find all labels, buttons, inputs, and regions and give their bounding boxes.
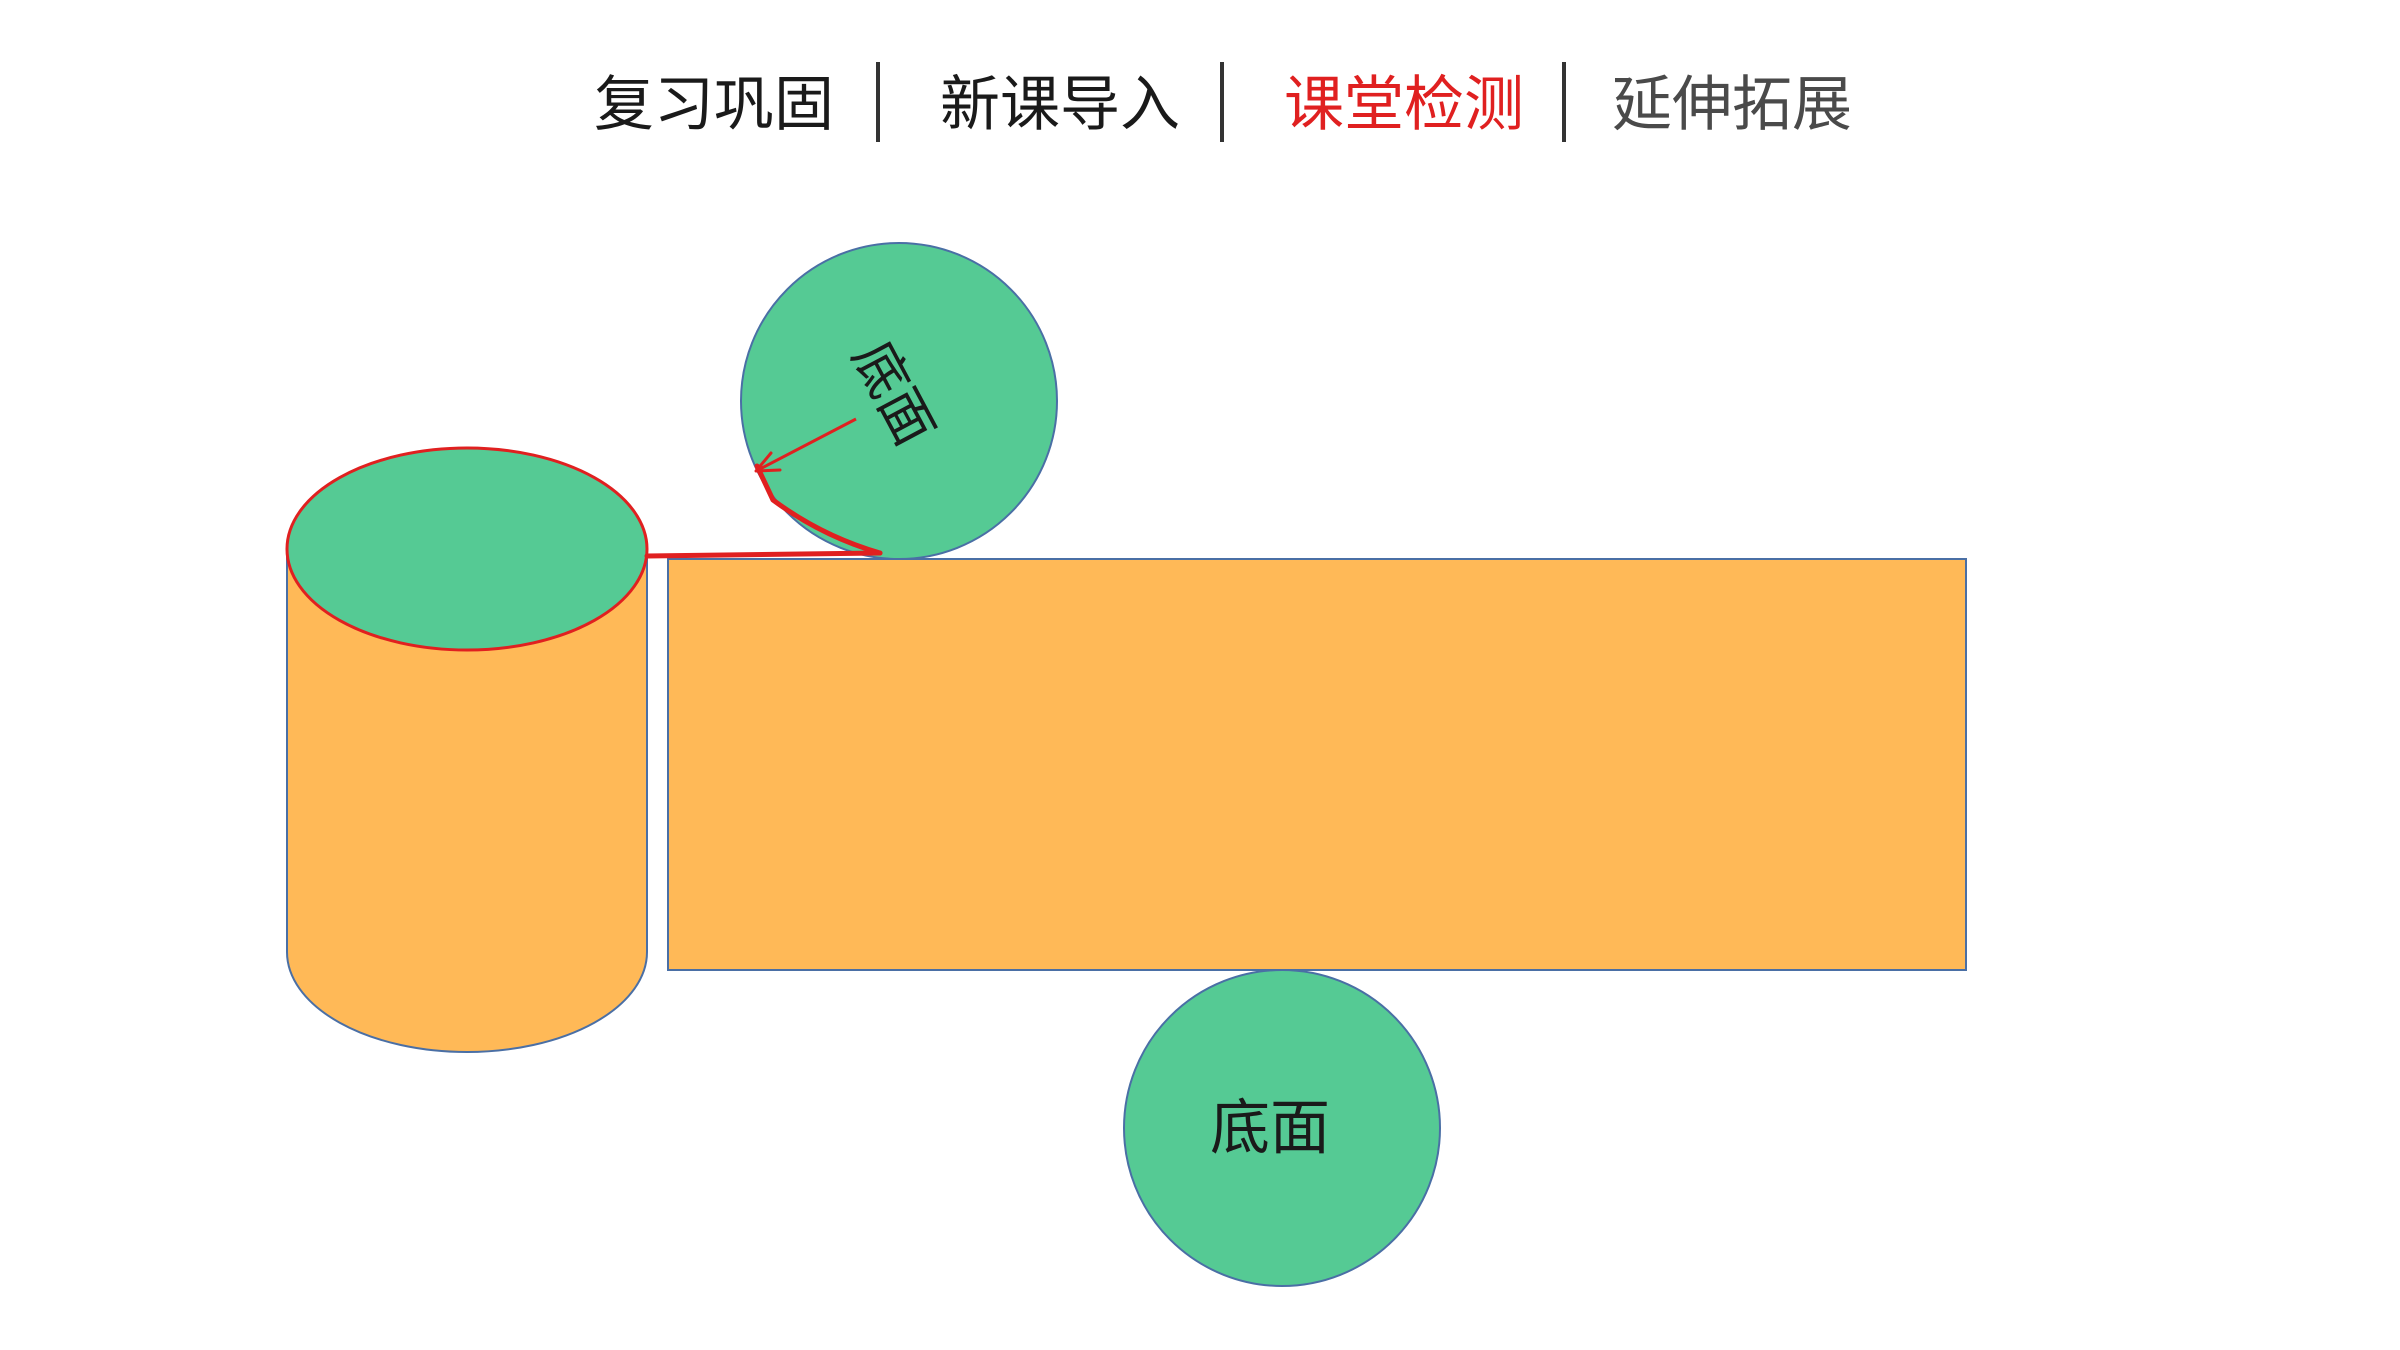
cylinder-side: [286, 548, 648, 1053]
section-nav: 复习巩固 新课导入 课堂检测 延伸拓展: [0, 0, 2400, 150]
nav-separator: [1220, 62, 1224, 142]
net-top-base-circle: [740, 242, 1058, 560]
arrow-shaft: [755, 417, 857, 473]
net-bottom-base-circle: [1123, 969, 1441, 1287]
bottom-base-label: 底面: [1210, 1094, 1330, 1164]
nav-separator: [876, 62, 880, 142]
highlight-edge-line: [644, 550, 883, 559]
nav-item-class-test[interactable]: 课堂检测: [1284, 70, 1524, 140]
cylinder-3d: [285, 446, 649, 1053]
nav-item-extension[interactable]: 延伸拓展: [1612, 70, 1852, 140]
net-lateral-rectangle: [667, 558, 1967, 971]
cylinder-top-base: [285, 446, 649, 652]
nav-item-review[interactable]: 复习巩固: [594, 70, 834, 140]
arrow-head-icon: [754, 451, 782, 473]
nav-separator: [1562, 62, 1566, 142]
highlight-arc: [754, 463, 883, 556]
cylinder-net: 底面 底面: [644, 242, 1967, 1287]
nav-item-new-lesson[interactable]: 新课导入: [940, 70, 1180, 140]
